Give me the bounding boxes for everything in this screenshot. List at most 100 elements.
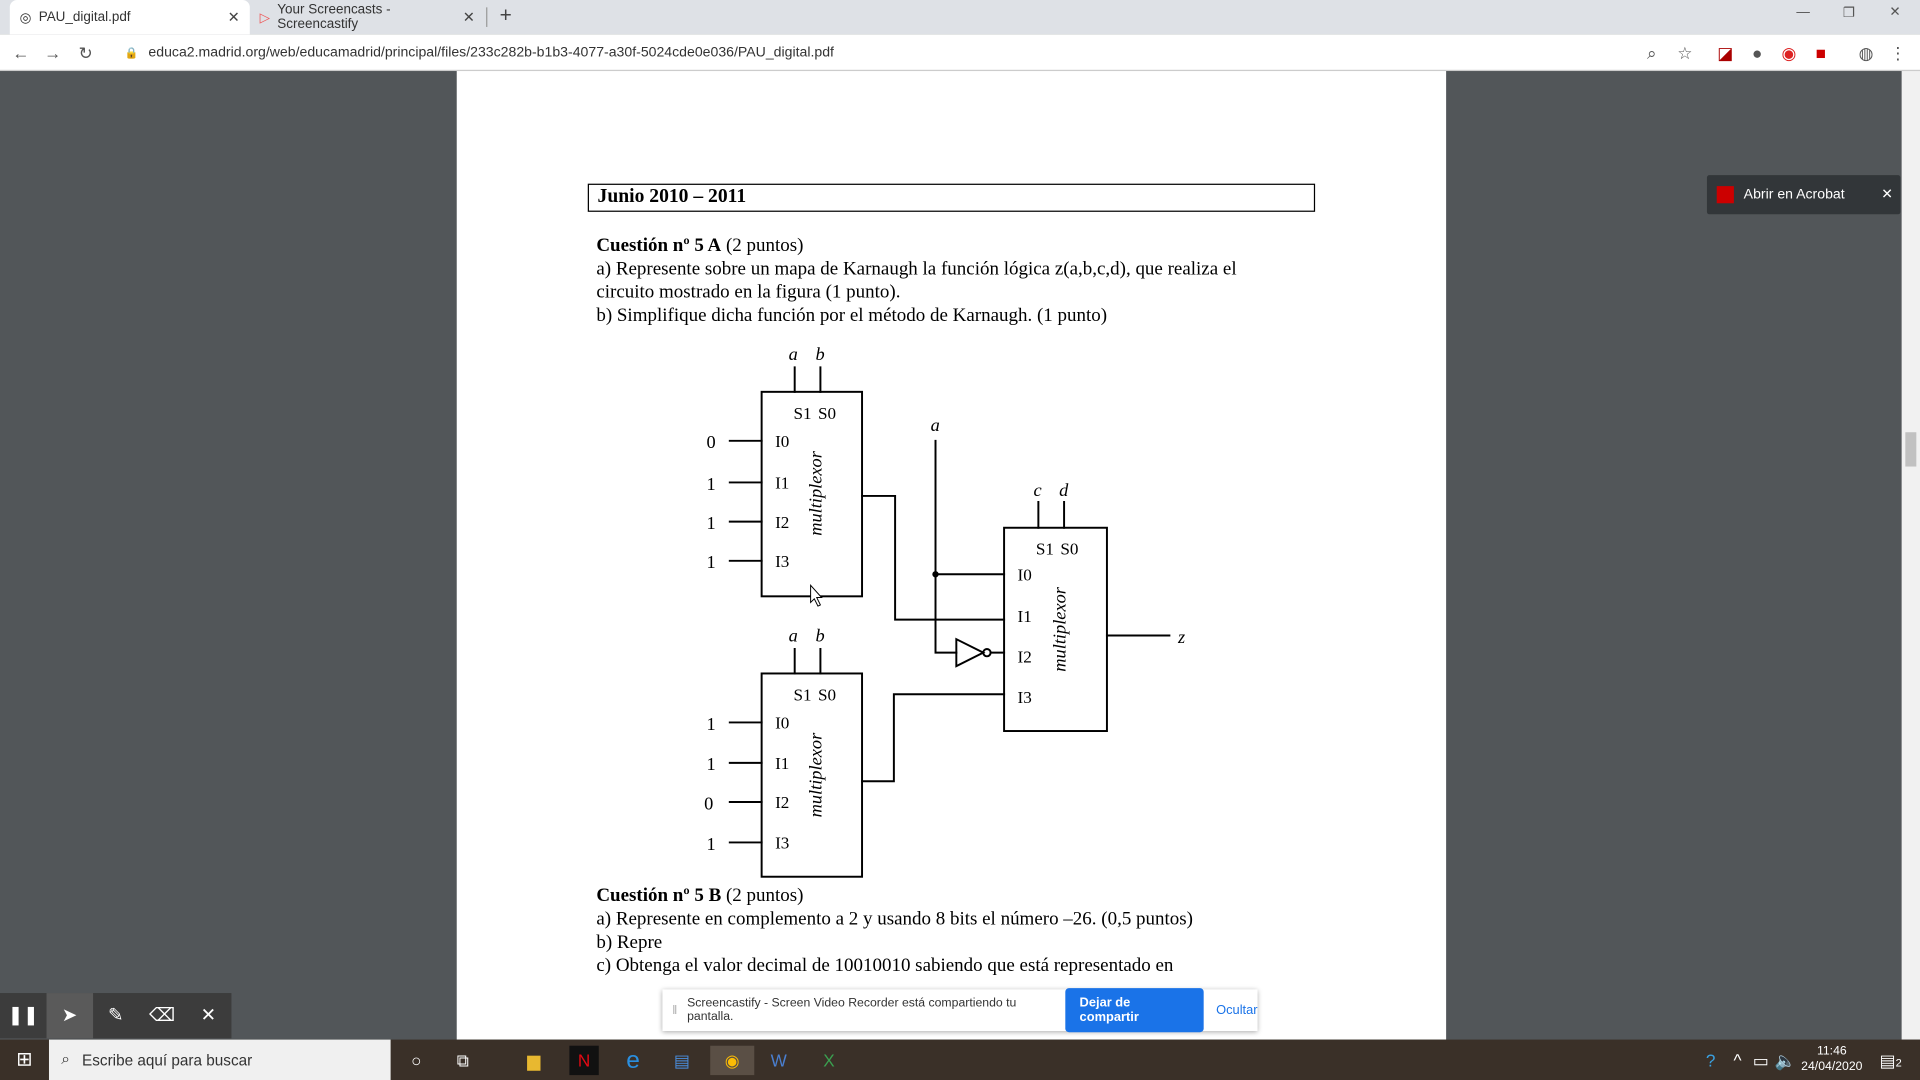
section-header: Junio 2010 – 2011 xyxy=(587,183,1316,212)
question-5b-line: b) Repre xyxy=(596,931,663,953)
mux-input-label: I2 xyxy=(775,513,789,532)
screencastify-extension-icon[interactable]: ◉ xyxy=(1781,42,1797,63)
mux2-input-value: 0 xyxy=(704,793,713,813)
excel-icon[interactable]: X xyxy=(823,1050,835,1071)
notifications-icon[interactable]: ▤2 xyxy=(1879,1050,1902,1071)
minimize-button[interactable]: — xyxy=(1796,4,1810,20)
close-tab-icon[interactable]: ✕ xyxy=(462,8,476,26)
question-5b-title: Cuestión nº 5 B (2 puntos) xyxy=(596,885,804,907)
bookmark-star-icon[interactable]: ☆ xyxy=(1677,42,1693,63)
task-view-icon[interactable]: ⧉ xyxy=(456,1050,469,1071)
mux1-input-value: 1 xyxy=(707,552,716,572)
chrome-icon[interactable]: ◉ xyxy=(710,1045,755,1076)
mux2-input-value: 1 xyxy=(707,834,716,854)
mux-input-label: I1 xyxy=(775,754,789,773)
scrollbar-thumb[interactable] xyxy=(1905,432,1917,467)
mux-input-label: I0 xyxy=(775,432,789,451)
pdf-page: Junio 2010 – 2011 Cuestión nº 5 A (2 pun… xyxy=(456,71,1447,1040)
mux2-input-value: 1 xyxy=(707,714,716,734)
close-toolbar-icon[interactable]: ✕ xyxy=(200,1005,216,1027)
mux-input-label: I2 xyxy=(1018,647,1032,666)
mux1-input-value: 1 xyxy=(707,513,716,533)
restore-button[interactable]: ❐ xyxy=(1842,6,1855,21)
mux-input-label: I3 xyxy=(1018,688,1032,707)
close-window-button[interactable]: ✕ xyxy=(1889,4,1901,20)
mux3-select-d: d xyxy=(1059,480,1069,500)
mouse-cursor-icon xyxy=(810,584,823,607)
select-label-s0: S0 xyxy=(1060,540,1078,559)
taskbar: ⊞ ⌕ Escribe aquí para buscar ○ ⧉ ▆ N e ▤… xyxy=(0,1039,1920,1080)
mux-input-label: I3 xyxy=(775,552,789,571)
hide-button[interactable]: Ocultar xyxy=(1216,1002,1258,1018)
mux2-box xyxy=(760,672,864,878)
select-label-s1: S1 xyxy=(793,685,811,704)
scrollbar[interactable] xyxy=(1901,71,1920,1040)
inverter-bubble xyxy=(982,648,992,658)
screencastify-toolbar: ❚❚ ➤ ✎ ⌫ ✕ xyxy=(0,993,232,1039)
profile-avatar-icon[interactable]: ◍ xyxy=(1858,42,1874,63)
pause-icon[interactable]: ❚❚ xyxy=(7,1005,39,1027)
mux2-select-a: a xyxy=(789,626,798,646)
mux2-label: multiplexor xyxy=(806,732,826,817)
help-icon[interactable]: ? xyxy=(1705,1050,1716,1071)
mux-input-label: I2 xyxy=(775,793,789,812)
mux2-input-value: 1 xyxy=(707,754,716,774)
cursor-icon[interactable]: ➤ xyxy=(46,993,93,1039)
mux3-box xyxy=(1003,526,1108,733)
mux1-input-value: 1 xyxy=(707,474,716,494)
windows-start-icon[interactable]: ⊞ xyxy=(16,1049,33,1071)
zoom-icon[interactable]: ⌕ xyxy=(1647,42,1657,63)
pen-icon[interactable]: ✎ xyxy=(108,1005,124,1027)
word-icon[interactable]: W xyxy=(770,1050,787,1071)
url-input[interactable]: 🔒 educa2.madrid.org/web/educamadrid/prin… xyxy=(124,45,834,61)
mux-input-label: I0 xyxy=(1018,565,1032,584)
menu-icon[interactable]: ⋮ xyxy=(1889,42,1907,63)
reload-icon[interactable]: ↻ xyxy=(78,42,93,63)
forward-icon[interactable]: → xyxy=(44,42,62,63)
mux3-label: multiplexor xyxy=(1049,586,1069,671)
close-tab-icon[interactable]: ✕ xyxy=(227,8,241,26)
acrobat-extension-icon[interactable]: ◪ xyxy=(1717,42,1734,63)
junction-dot xyxy=(932,571,939,578)
mux2-select-b: b xyxy=(816,626,825,646)
select-label-s0: S0 xyxy=(818,404,836,423)
taskbar-search-input[interactable]: ⌕ Escribe aquí para buscar xyxy=(48,1039,391,1080)
question-5b-line: c) Obtenga el valor decimal de 10010010 … xyxy=(596,955,1174,976)
mux-input-label: I1 xyxy=(1018,607,1032,626)
volume-icon[interactable]: 🔈 xyxy=(1774,1050,1796,1071)
new-tab-button[interactable]: + xyxy=(499,3,512,27)
inverter-gate xyxy=(955,637,986,668)
file-explorer-icon[interactable]: ▆ xyxy=(527,1050,541,1071)
cortana-icon[interactable]: ○ xyxy=(411,1050,422,1071)
clock[interactable]: 11:46 24/04/2020 xyxy=(1801,1044,1863,1074)
stop-sharing-button[interactable]: Dejar de compartir xyxy=(1064,988,1204,1033)
close-popup-icon[interactable]: ✕ xyxy=(1881,187,1894,203)
drag-handle-icon[interactable]: ‖ xyxy=(672,1003,678,1017)
acrobat-icon xyxy=(1716,186,1734,204)
show-hidden-icons[interactable]: ^ xyxy=(1733,1050,1742,1071)
extension-icon[interactable]: ● xyxy=(1751,42,1763,63)
pdf-favicon-icon: ◎ xyxy=(19,10,32,26)
screencastify-favicon-icon: ▷ xyxy=(259,10,270,26)
eraser-icon[interactable]: ⌫ xyxy=(148,1005,175,1027)
question-5a-line: b) Simplifique dicha función por el méto… xyxy=(596,304,1108,326)
input-a-label: a xyxy=(931,415,940,435)
mux1-select-a: a xyxy=(789,344,798,364)
network-icon[interactable]: ▭ xyxy=(1752,1050,1769,1071)
edge-icon[interactable]: e xyxy=(626,1046,640,1074)
mux-input-label: I0 xyxy=(775,714,789,733)
netflix-icon[interactable]: N xyxy=(569,1045,599,1076)
extension-icon[interactable]: ■ xyxy=(1815,42,1827,63)
search-icon: ⌕ xyxy=(61,1050,70,1068)
screen-share-notification: ‖ Screencastify - Screen Video Recorder … xyxy=(662,988,1258,1033)
lock-icon: 🔒 xyxy=(124,45,139,59)
tab-screencastify[interactable]: ▷ Your Screencasts - Screencastify ✕ xyxy=(259,2,476,32)
wires xyxy=(728,366,1171,878)
document-app-icon[interactable]: ▤ xyxy=(673,1050,691,1071)
tab-pdf[interactable]: ◎ PAU_digital.pdf ✕ xyxy=(9,0,250,35)
open-in-acrobat-popup[interactable]: Abrir en Acrobat ✕ xyxy=(1706,175,1901,215)
back-icon[interactable]: ← xyxy=(12,42,30,63)
question-5a-title: Cuestión nº 5 A (2 puntos) xyxy=(596,235,804,256)
